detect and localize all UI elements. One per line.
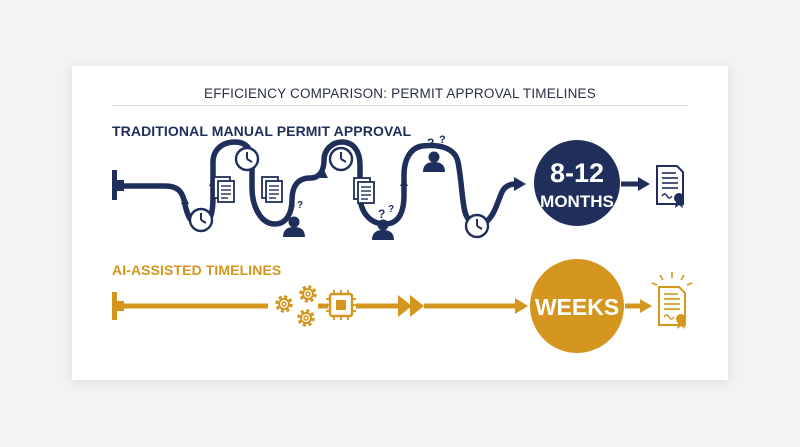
page-title: EFFICIENCY COMPARISON: PERMIT APPROVAL T…	[204, 86, 596, 101]
person-question-icon	[423, 151, 445, 172]
document-icon	[261, 176, 283, 203]
clock-icon	[328, 146, 354, 172]
certificate-sparkle-icon	[651, 272, 693, 286]
document-icon	[213, 176, 235, 203]
direction-arrow	[181, 196, 189, 204]
clock-icon	[464, 213, 490, 239]
traditional-path	[115, 139, 519, 228]
pipe-cap	[116, 301, 124, 311]
chip-icon	[326, 290, 356, 320]
weeks-text: WEEKS	[535, 294, 619, 320]
direction-arrow	[400, 178, 408, 186]
arrow-head	[638, 177, 650, 191]
question-mark: ?	[388, 204, 394, 215]
pipe-cap	[116, 180, 124, 191]
traditional-row-label: TRADITIONAL MANUAL PERMIT APPROVAL	[112, 123, 412, 139]
question-mark: ?	[439, 134, 446, 146]
certificate-icon	[656, 165, 685, 209]
clock-icon	[234, 146, 260, 172]
pipe-start-icon	[112, 170, 117, 200]
arrow-head	[515, 298, 528, 314]
question-mark: ?	[427, 136, 434, 150]
gears-icon	[275, 285, 317, 327]
pipe-start-icon	[112, 292, 117, 320]
certificate-icon	[658, 286, 687, 330]
weeks-badge	[530, 259, 624, 353]
months-range-text: 8-12	[550, 158, 604, 188]
arrow-head	[514, 177, 526, 191]
months-unit-text: MONTHS	[540, 192, 614, 211]
arrow-head	[640, 299, 652, 313]
question-mark: ?	[297, 200, 303, 211]
months-badge	[534, 140, 620, 226]
title-divider	[112, 105, 688, 106]
document-icon	[353, 177, 375, 204]
question-mark: ?	[378, 207, 385, 221]
fast-forward-icon	[398, 295, 424, 317]
ai-row-label: AI-ASSISTED TIMELINES	[112, 262, 282, 278]
clock-icon	[188, 207, 214, 233]
direction-arrow	[320, 170, 328, 178]
question-mark: ?	[288, 201, 295, 215]
